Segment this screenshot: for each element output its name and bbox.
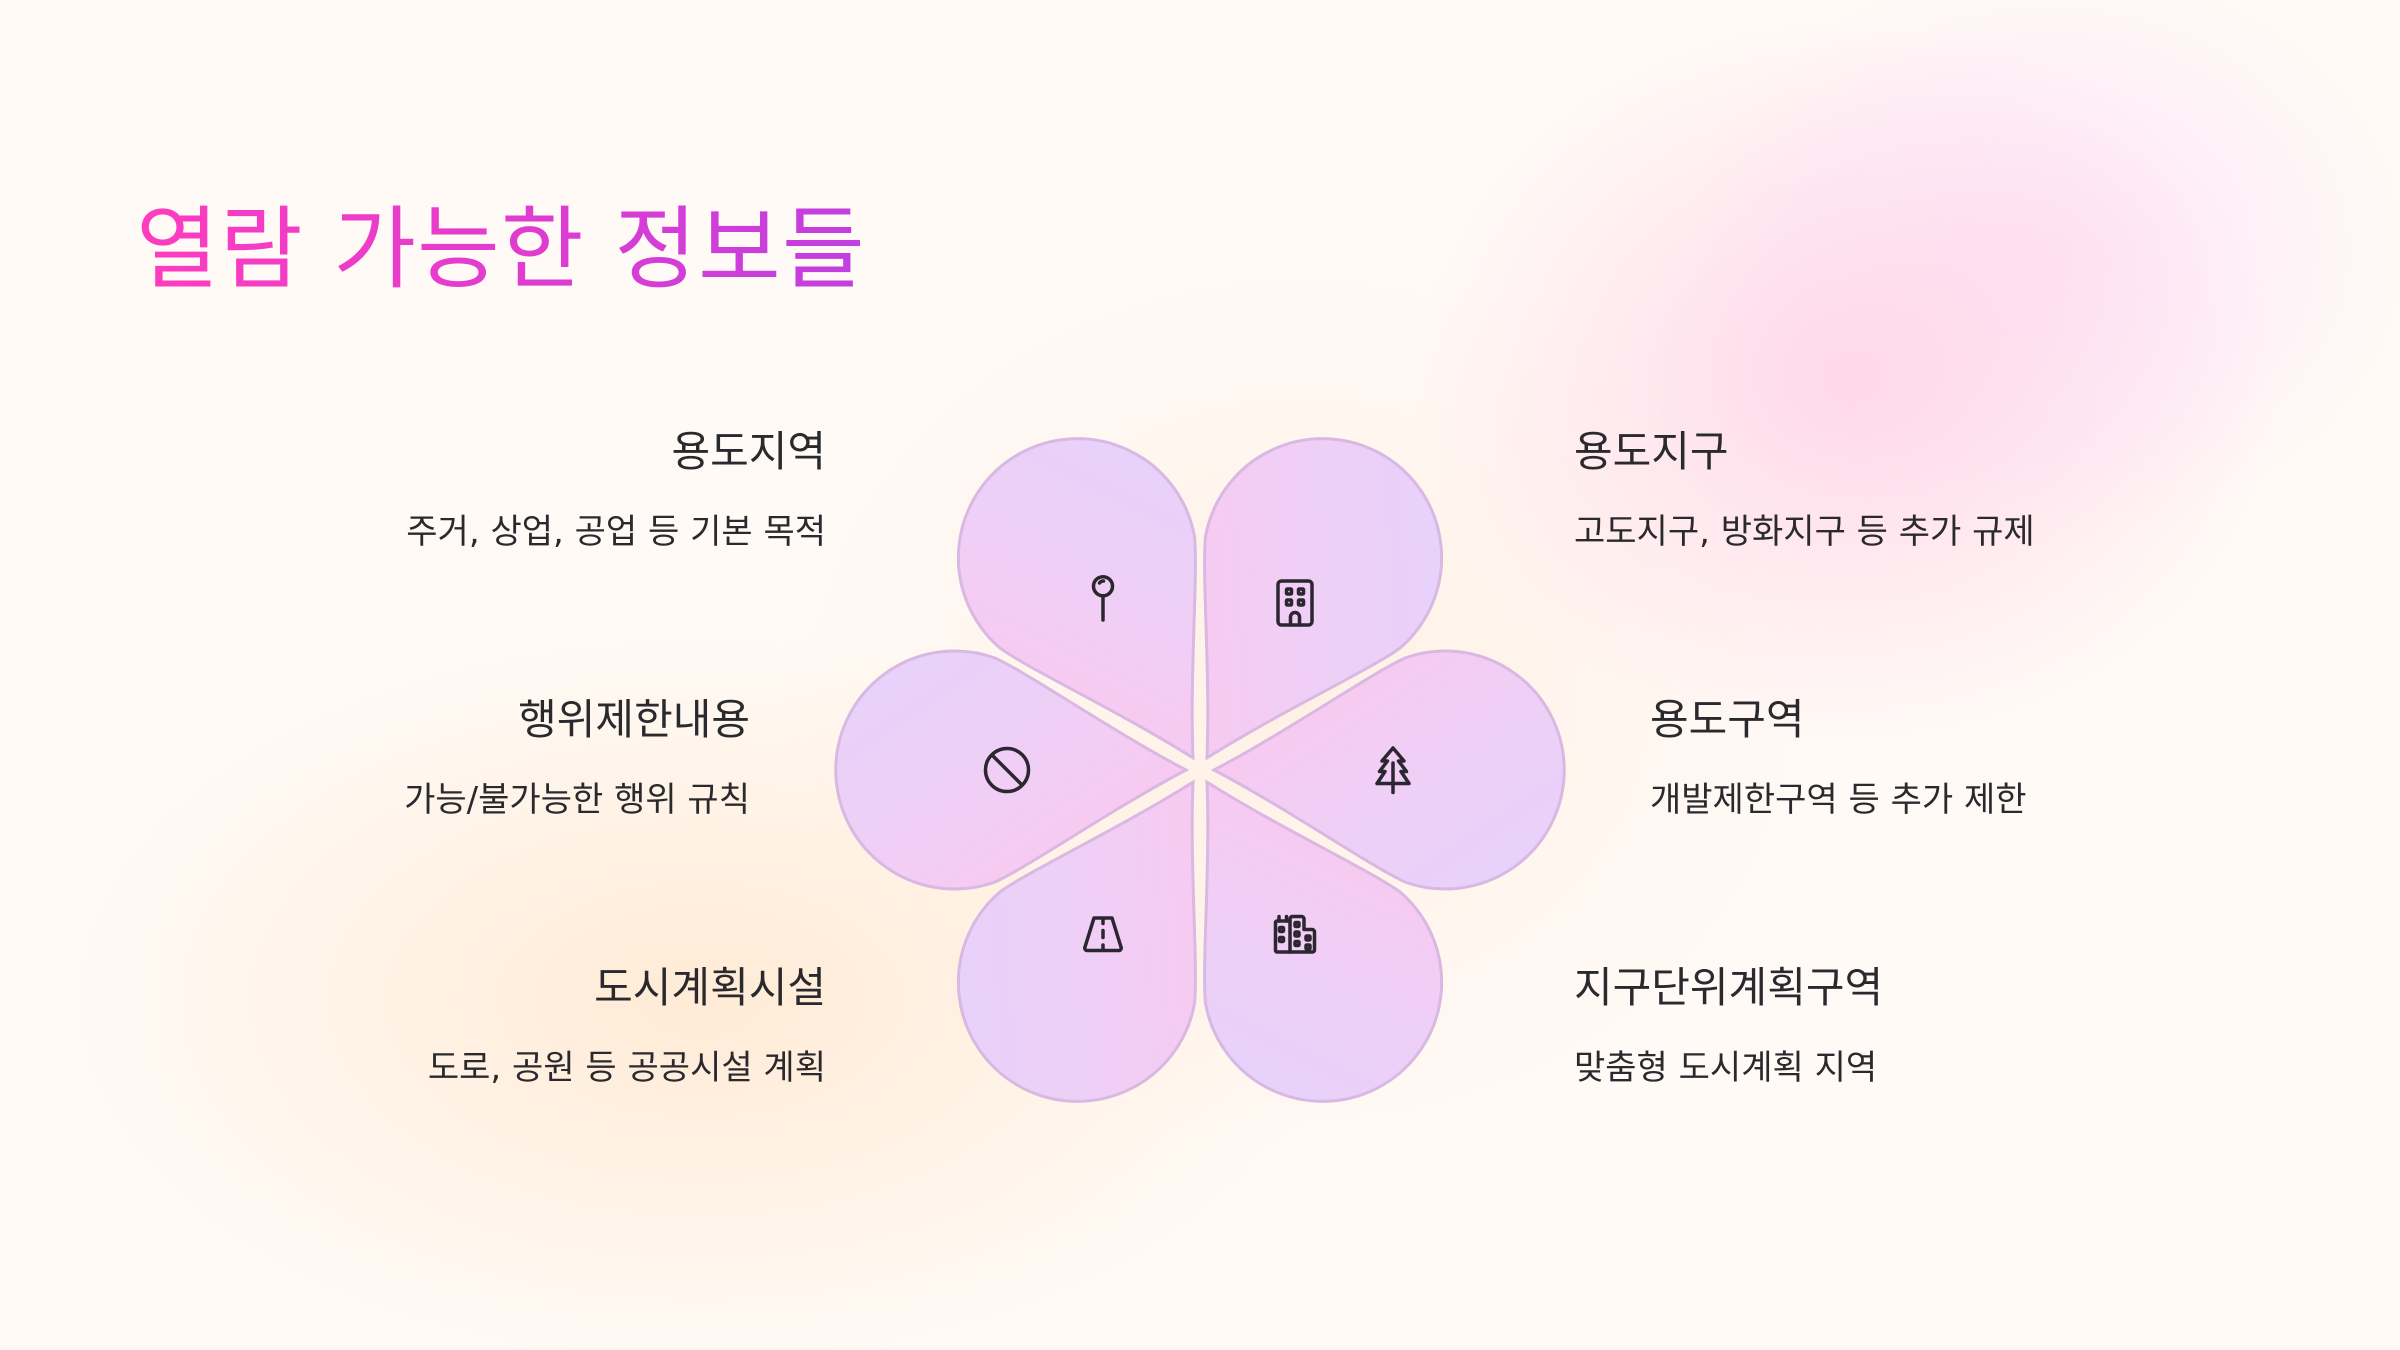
info-item-activity-restrictions: 행위제한내용 가능/불가능한 행위 규칙 [404, 694, 750, 822]
petal-bottom-left [956, 779, 1197, 1103]
info-item-use-area: 용도지역 주거, 상업, 공업 등 기본 목적 [406, 426, 826, 554]
info-item-urban-planning-facilities: 도시계획시설 도로, 공원 등 공공시설 계획 [428, 962, 826, 1090]
item-description: 고도지구, 방화지구 등 추가 규제 [1574, 512, 2035, 552]
item-description: 개발제한구역 등 추가 제한 [1650, 780, 2027, 820]
petal-top-left [956, 437, 1197, 761]
info-item-district-unit-plan: 지구단위계획구역 맞춤형 도시계획 지역 [1574, 962, 1883, 1090]
item-heading: 용도지구 [1574, 427, 1729, 476]
item-description: 주거, 상업, 공업 등 기본 목적 [406, 512, 826, 552]
building-icon [1265, 573, 1325, 633]
item-heading: 용도지역 [671, 427, 826, 476]
info-item-use-district: 용도지구 고도지구, 방화지구 등 추가 규제 [1574, 426, 2035, 554]
petal-top-right [1203, 437, 1444, 761]
item-description: 맞춤형 도시계획 지역 [1574, 1048, 1878, 1088]
prohibited-icon [977, 740, 1037, 800]
item-heading: 행위제한내용 [518, 695, 750, 744]
road-icon [1073, 905, 1133, 965]
petal-bottom-right [1203, 779, 1444, 1103]
item-description: 도로, 공원 등 공공시설 계획 [427, 1048, 826, 1088]
pin-icon [1073, 570, 1133, 630]
item-heading: 지구단위계획구역 [1574, 963, 1884, 1012]
page-title: 열람 가능한 정보들 [136, 197, 866, 302]
tree-icon [1363, 740, 1423, 800]
petal-right [1210, 649, 1566, 891]
petal-left [834, 649, 1190, 891]
item-heading: 도시계획시설 [594, 963, 826, 1012]
city-buildings-icon [1265, 905, 1325, 965]
info-item-use-zone: 용도구역 개발제한구역 등 추가 제한 [1650, 694, 2027, 822]
item-description: 가능/불가능한 행위 규칙 [404, 780, 750, 820]
item-heading: 용도구역 [1650, 695, 1805, 744]
